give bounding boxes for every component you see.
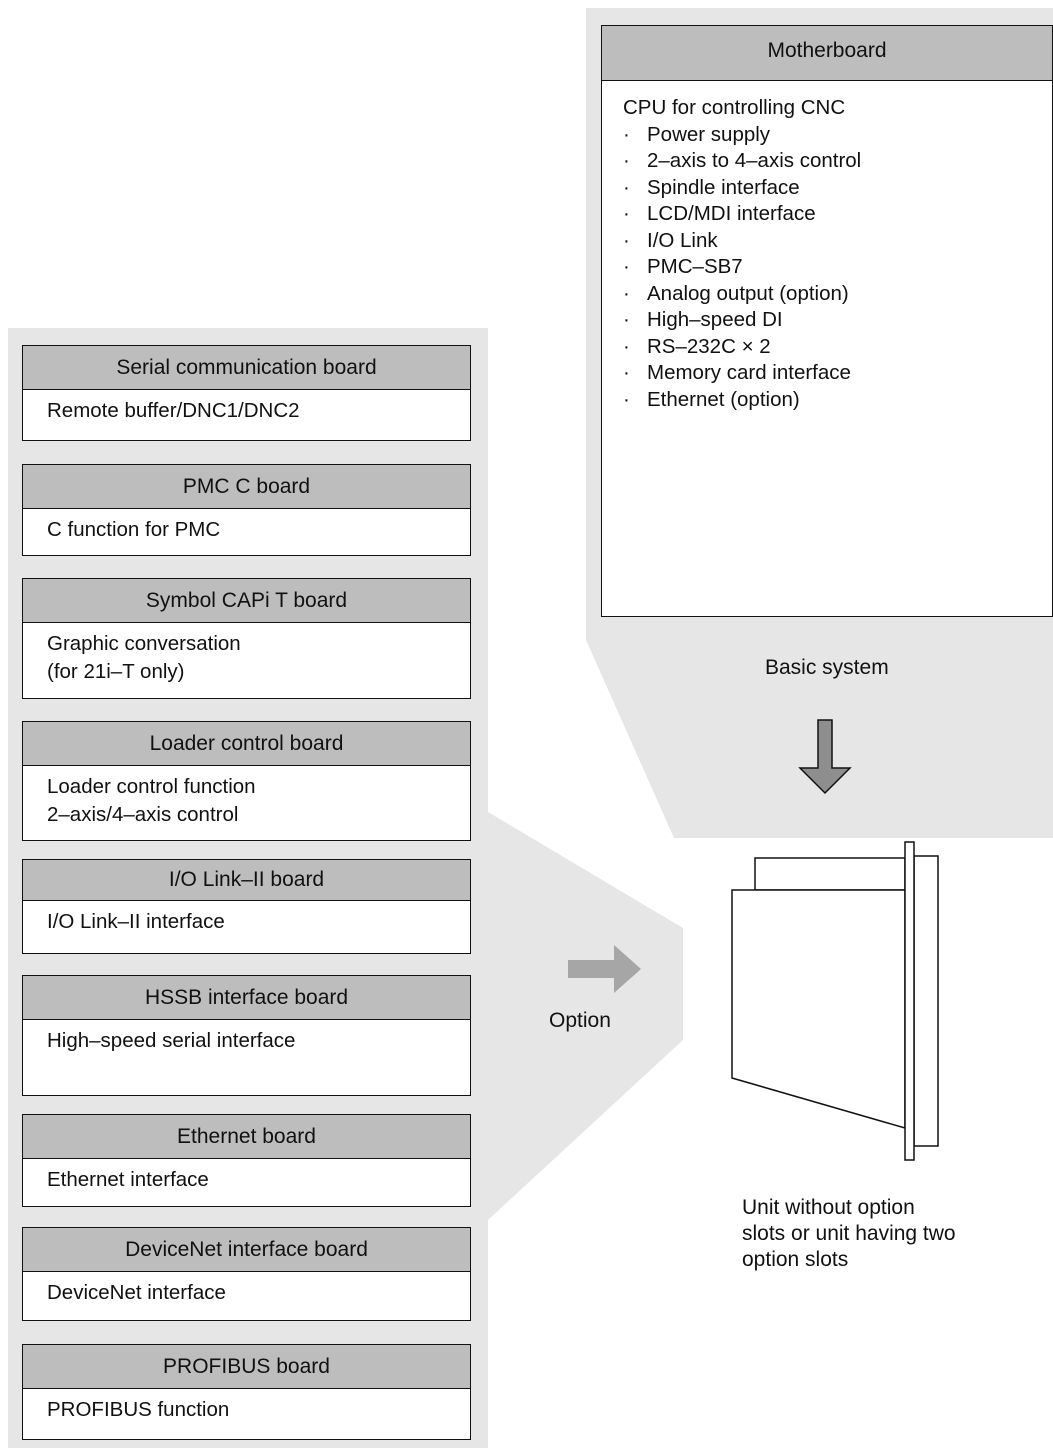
basic-system-arrow (798, 719, 852, 795)
board-ethernet: Ethernet board Ethernet interface (22, 1114, 471, 1207)
option-label: Option (549, 1009, 611, 1032)
feature-item: Ethernet (option) (623, 387, 1052, 414)
feature-item: Memory card interface (623, 360, 1052, 387)
board-description: High–speed serial interface (47, 1029, 296, 1052)
board-hssb-interface: HSSB interface board High–speed serial i… (22, 975, 471, 1096)
feature-item: LCD/MDI interface (623, 201, 1052, 228)
board-profibus: PROFIBUS board PROFIBUS function (22, 1344, 471, 1440)
feature-item: High–speed DI (623, 307, 1052, 334)
feature-item: RS–232C × 2 (623, 334, 1052, 361)
option-arrow (568, 945, 641, 993)
motherboard-cpu: CPU for controlling CNC (623, 96, 846, 119)
board-devicenet-interface: DeviceNet interface board DeviceNet inte… (22, 1227, 471, 1321)
board-title: Ethernet board (23, 1115, 470, 1159)
feature-item: I/O Link (623, 228, 1052, 255)
board-loader-control: Loader control board Loader control func… (22, 721, 471, 841)
feature-item: Spindle interface (623, 175, 1052, 202)
feature-item: Power supply (623, 122, 1052, 149)
board-title: Loader control board (23, 722, 470, 766)
board-title: I/O Link–II board (23, 860, 470, 901)
basic-system-label: Basic system (765, 656, 889, 679)
board-title: HSSB interface board (23, 976, 470, 1020)
board-title: PMC C board (23, 465, 470, 509)
board-description: I/O Link–II interface (47, 910, 225, 933)
cnc-unit-drawing (731, 841, 939, 1161)
board-io-link-ii: I/O Link–II board I/O Link–II interface (22, 859, 471, 954)
motherboard-feature-list: Power supply 2–axis to 4–axis control Sp… (602, 122, 1052, 414)
feature-item: PMC–SB7 (623, 254, 1052, 281)
board-symbol-capi-t: Symbol CAPi T board Graphic conversation… (22, 578, 471, 699)
motherboard-title: Motherboard (602, 26, 1052, 81)
board-description: Graphic conversation (for 21i–T only) (47, 632, 241, 683)
board-description: Ethernet interface (47, 1168, 209, 1191)
board-title: Serial communication board (23, 346, 470, 390)
board-pmc-c: PMC C board C function for PMC (22, 464, 471, 556)
unit-caption: Unit without option slots or unit having… (742, 1196, 956, 1271)
feature-item: 2–axis to 4–axis control (623, 148, 1052, 175)
board-title: Symbol CAPi T board (23, 579, 470, 623)
board-description: C function for PMC (47, 518, 221, 541)
board-description: PROFIBUS function (47, 1398, 230, 1421)
feature-item: Analog output (option) (623, 281, 1052, 308)
board-description: Remote buffer/DNC1/DNC2 (47, 399, 300, 422)
motherboard-box: Motherboard CPU for controlling CNC Powe… (601, 25, 1053, 617)
board-description: Loader control function 2–axis/4–axis co… (47, 775, 256, 826)
board-title: PROFIBUS board (23, 1345, 470, 1389)
board-serial-communication: Serial communication board Remote buffer… (22, 345, 471, 441)
board-description: DeviceNet interface (47, 1281, 226, 1304)
board-title: DeviceNet interface board (23, 1228, 470, 1272)
